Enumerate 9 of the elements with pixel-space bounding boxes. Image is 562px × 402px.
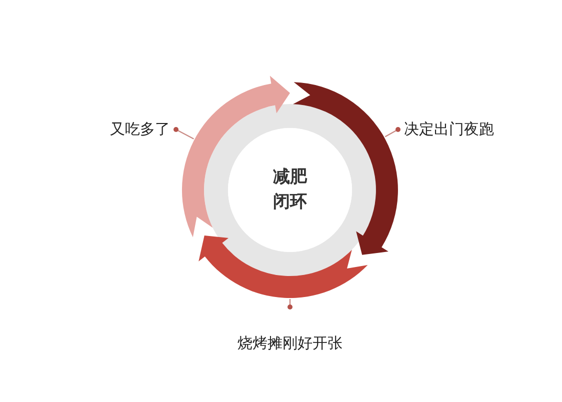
- center-title: 减肥闭环: [273, 166, 307, 214]
- leader-line: [288, 299, 292, 310]
- stage-label: 烧烤摊刚好开张: [238, 334, 342, 352]
- stage-label: 又吃多了: [110, 120, 170, 138]
- leader-line: [174, 127, 194, 140]
- stage-label: 决定出门夜跑: [404, 120, 494, 138]
- ring-segment: [198, 236, 368, 298]
- leader-line: [384, 127, 400, 138]
- ring-segment: [182, 76, 290, 238]
